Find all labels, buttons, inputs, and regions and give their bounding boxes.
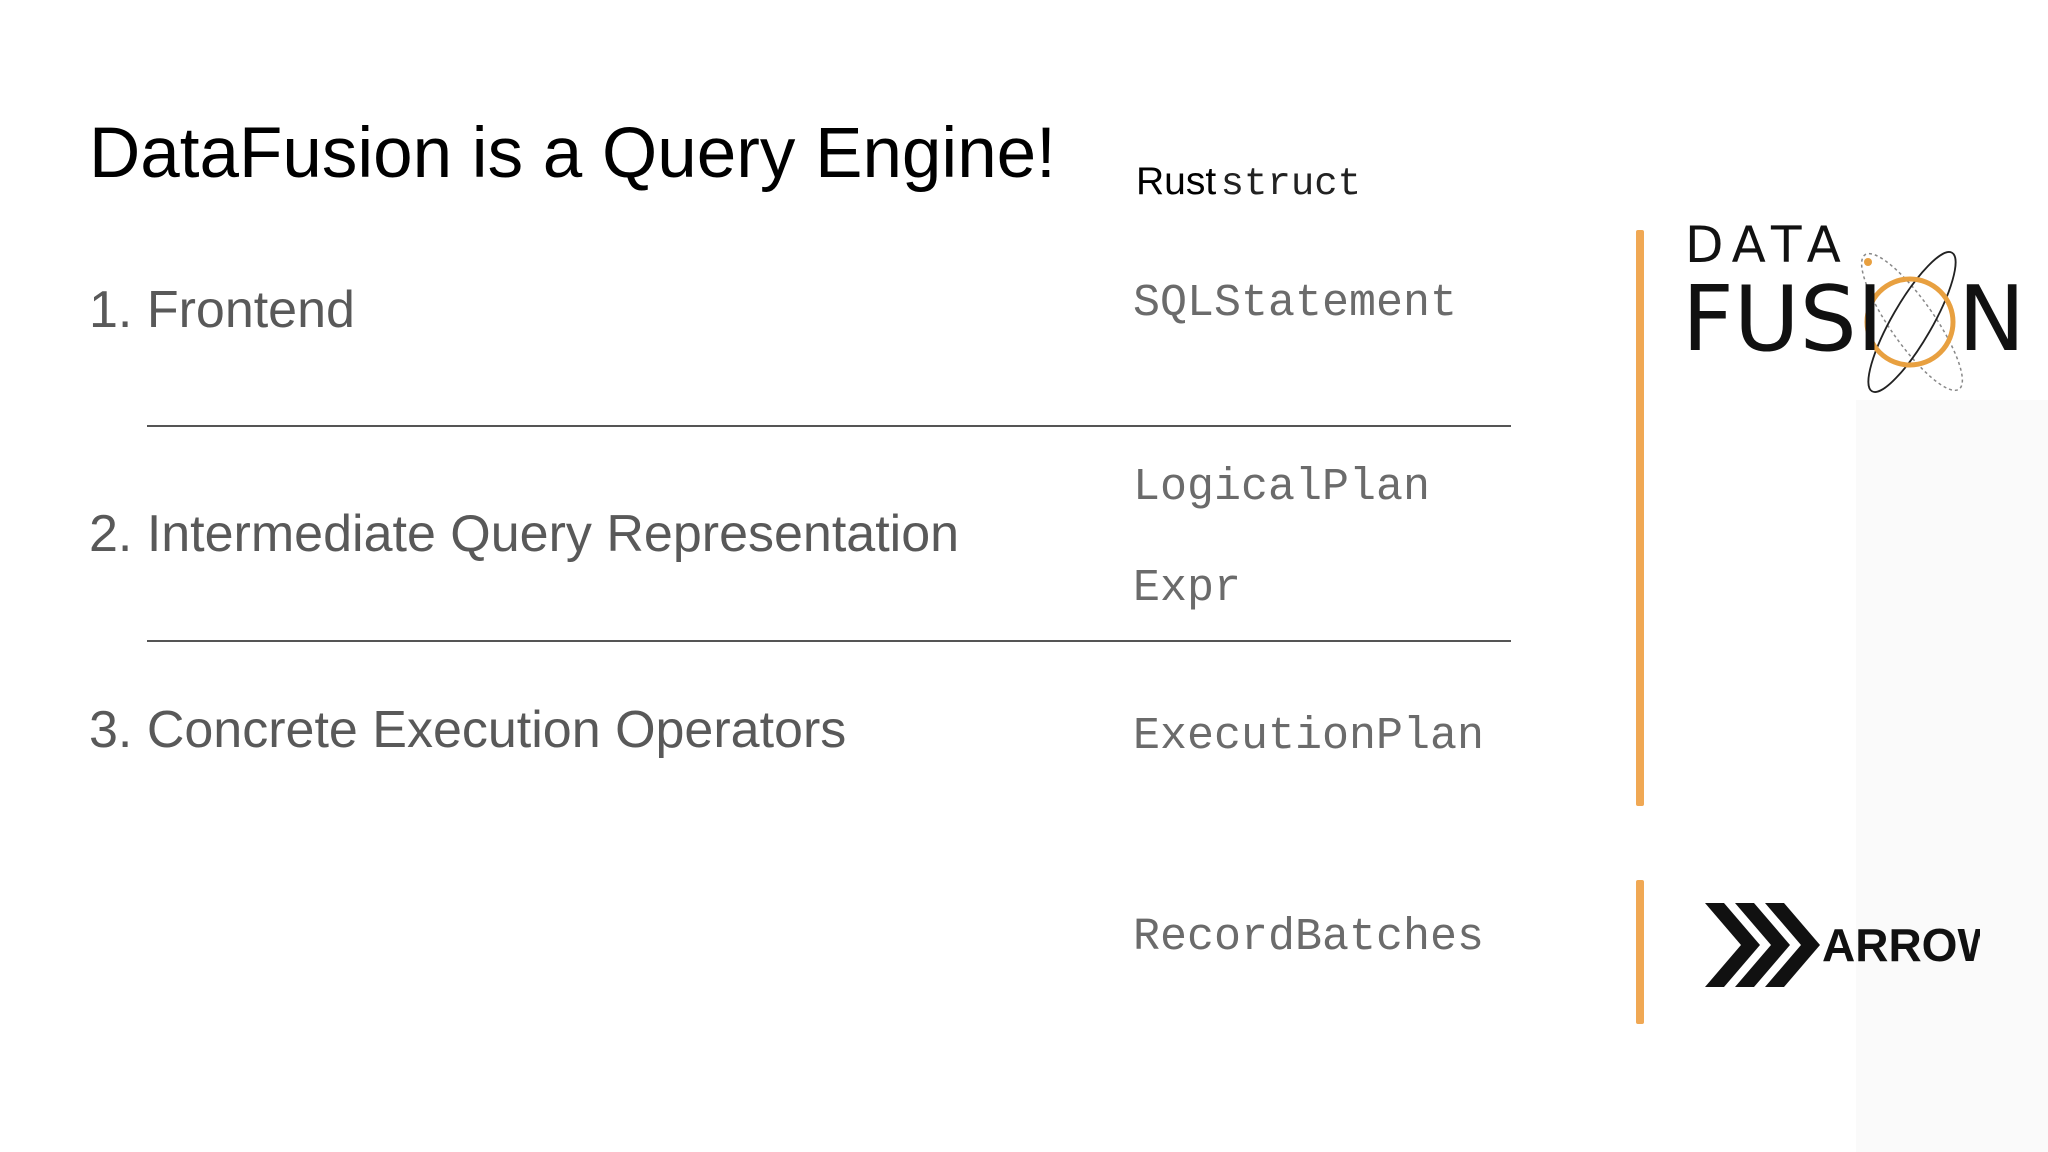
datafusion-wordmark-bottom: FUSI: [1682, 267, 1883, 372]
accent-bar-top: [1636, 230, 1644, 806]
arrow-logo: ARROW: [1705, 903, 1980, 987]
struct-logical-plan: LogicalPlan: [1133, 462, 1431, 513]
struct-record-batches: RecordBatches: [1133, 912, 1485, 963]
rust-struct-header: Rust struct: [1136, 162, 1361, 204]
step-frontend: 1. Frontend: [89, 281, 355, 339]
arrow-wordmark: ARROW: [1822, 919, 1980, 971]
right-panel-background: [1856, 400, 2048, 1152]
datafusion-atom-icon: [1860, 251, 1964, 393]
slide-title: DataFusion is a Query Engine!: [89, 114, 1056, 193]
struct-keyword: struct: [1220, 162, 1362, 206]
struct-sql-statement: SQLStatement: [1133, 278, 1458, 329]
accent-bar-bottom: [1636, 880, 1644, 1024]
rust-word: Rust: [1136, 160, 1217, 203]
arrow-chevrons-icon: [1705, 903, 1820, 987]
step-intermediate-representation: 2. Intermediate Query Representation: [89, 505, 960, 563]
section-divider: [147, 640, 1511, 642]
step-execution-operators: 3. Concrete Execution Operators: [89, 701, 847, 759]
datafusion-wordmark-end: N: [1958, 267, 2025, 372]
struct-expr: Expr: [1133, 563, 1242, 614]
datafusion-wordmark-top: DATA: [1685, 216, 1850, 274]
datafusion-logo: DATA FUSI N: [1682, 216, 2025, 393]
datafusion-ring: [1864, 276, 1956, 368]
datafusion-dot: [1864, 258, 1872, 266]
section-divider: [147, 425, 1511, 427]
struct-execution-plan: ExecutionPlan: [1133, 711, 1485, 762]
